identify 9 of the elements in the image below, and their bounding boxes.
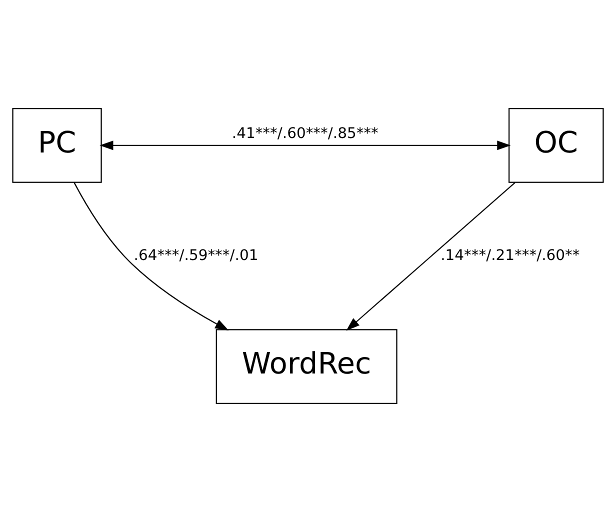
edge-label: .64***/.59***/.01 [134,246,258,264]
arrow [346,182,516,331]
node-box: OC [508,108,604,183]
edge-label: .41***/.60***/.85*** [232,124,378,142]
arrow [74,182,229,330]
arrow [100,140,511,150]
node-box: WordRec [216,329,398,404]
node-box: PC [12,108,102,183]
edge-label: .14***/.21***/.60** [440,246,580,264]
